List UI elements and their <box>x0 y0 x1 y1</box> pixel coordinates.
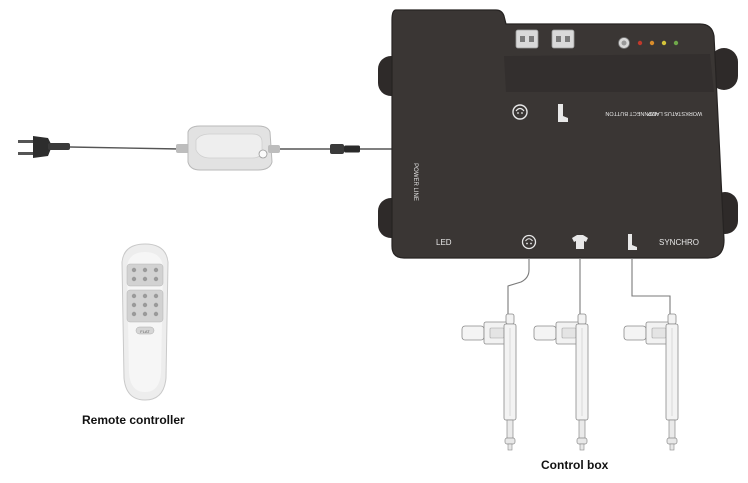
remote-button-top-0-0[interactable] <box>131 267 137 273</box>
cable-ac <box>69 146 181 150</box>
actuator-1 <box>461 313 517 451</box>
remote-button-mid-0-2[interactable] <box>153 293 159 299</box>
status-led-yellow <box>661 40 667 46</box>
remote-button-top-1-2[interactable] <box>153 276 159 282</box>
actuator-2 <box>533 313 589 451</box>
adapter-top-panel <box>195 133 263 159</box>
adapter-strain-relief-left <box>176 144 190 153</box>
remote-button-top-1-0[interactable] <box>131 276 137 282</box>
head-icon <box>512 104 528 120</box>
remote-button-mid-0-0[interactable] <box>131 293 137 299</box>
actuator-3 <box>623 313 679 451</box>
status-led-orange <box>649 40 655 46</box>
remote-button-mid-2-0[interactable] <box>131 311 137 317</box>
dc-connector <box>330 144 344 154</box>
adapter-strain-relief-right <box>268 145 280 153</box>
remote-flat-label: FLAT <box>140 329 150 334</box>
top-port-1-pin-b <box>529 36 534 42</box>
remote-button-mid-2-2[interactable] <box>153 311 159 317</box>
top-port-2-pin-b <box>565 36 570 42</box>
label-led: LED <box>436 238 452 247</box>
remote-pad-top <box>126 263 164 287</box>
remote-button-mid-1-1[interactable] <box>142 302 148 308</box>
remote-button-mid-1-2[interactable] <box>153 302 159 308</box>
remote-flat-button[interactable] <box>135 326 155 335</box>
plug-prong-top <box>18 140 34 143</box>
label-connect-button: CONNECT BUTTON <box>605 110 656 116</box>
mount-ear-right-top <box>710 48 738 90</box>
top-port-2 <box>551 29 575 49</box>
remote-button-mid-2-1[interactable] <box>142 311 148 317</box>
top-port-1-pin-a <box>520 36 525 42</box>
port-torso-icon <box>572 235 588 249</box>
remote-button-mid-0-1[interactable] <box>142 293 148 299</box>
cable-actuator-1 <box>507 258 530 318</box>
adapter-led-icon <box>258 149 268 159</box>
status-led-green <box>673 40 679 46</box>
label-synchro: SYNCHRO <box>659 238 699 247</box>
top-port-1 <box>515 29 539 49</box>
remote-button-mid-1-0[interactable] <box>131 302 137 308</box>
connect-button-center <box>621 40 627 46</box>
plug-strain-relief <box>48 143 70 150</box>
foot-icon <box>558 104 568 122</box>
remote-button-top-1-1[interactable] <box>142 276 148 282</box>
status-led-red <box>637 40 643 46</box>
label-power-line: POWER LINE <box>412 163 418 201</box>
caption-remote-controller: Remote controller <box>82 413 185 427</box>
plug-prong-bottom <box>18 152 34 155</box>
port-head-icon <box>521 234 537 250</box>
port-foot-icon <box>628 234 637 250</box>
top-port-2-pin-a <box>556 36 561 42</box>
control-box: CONNECT BUTTON WORKSTATUS LAMP POWER LIN… <box>378 9 738 259</box>
power-cable <box>18 125 392 171</box>
plug-body <box>33 136 52 158</box>
remote-buttons <box>126 263 164 323</box>
remote-button-top-0-1[interactable] <box>142 267 148 273</box>
cable-actuator-3 <box>631 258 671 318</box>
control-box-ledge <box>504 54 714 92</box>
dc-connector-sleeve <box>344 145 360 153</box>
label-workstatus-lamp: WORKSTATUS LAMP <box>647 110 702 116</box>
remote-button-top-0-2[interactable] <box>153 267 159 273</box>
caption-control-box: Control box <box>541 458 609 472</box>
actuator-cables <box>507 258 671 318</box>
